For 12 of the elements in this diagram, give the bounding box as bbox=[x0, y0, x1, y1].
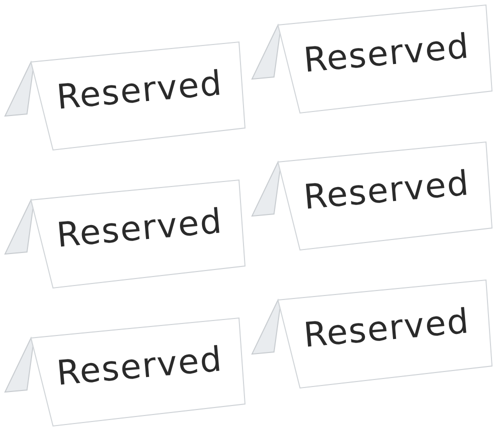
table-tent-sign bbox=[250, 3, 495, 115]
sign-text: Reserved bbox=[302, 26, 472, 81]
sign-text: Reserved bbox=[302, 302, 472, 356]
sign-text: Reserved bbox=[302, 164, 472, 218]
table-tent-sign bbox=[250, 140, 495, 252]
sign-text: Reserved bbox=[55, 340, 224, 394]
table-tent-sign bbox=[3, 316, 248, 428]
table-tent-sign bbox=[250, 278, 495, 390]
sign-text: Reserved bbox=[55, 64, 224, 118]
table-tent-sign bbox=[3, 178, 248, 290]
table-tent-sign bbox=[3, 40, 248, 152]
sign-text: Reserved bbox=[55, 202, 224, 256]
